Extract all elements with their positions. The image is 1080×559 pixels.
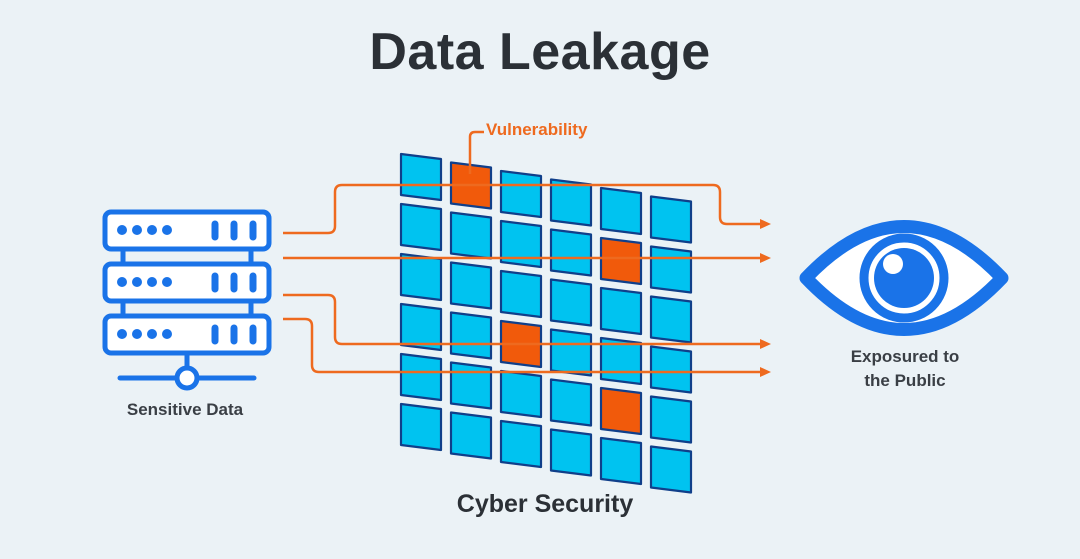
security-tile [399, 252, 443, 302]
security-tile [449, 411, 493, 460]
security-tile [499, 219, 543, 269]
security-tile [649, 195, 693, 244]
security-tile [549, 178, 593, 227]
server-stack-icon [102, 209, 272, 391]
cyber-security-label: Cyber Security [456, 490, 634, 518]
security-tile [549, 278, 593, 327]
security-tile [399, 402, 443, 452]
leak-path-line [283, 293, 762, 346]
exposed-label-line1: Exposured to [850, 347, 960, 366]
security-tile [649, 295, 693, 344]
cyber-security-grid [399, 152, 693, 494]
exposed-label: Exposured to the Public [790, 345, 1020, 393]
security-tile [499, 419, 543, 469]
sensitive-data-label: Sensitive Data [126, 400, 244, 419]
security-tile [399, 352, 443, 402]
eye-icon [799, 220, 1009, 336]
security-tile [649, 245, 693, 294]
security-tile [449, 311, 493, 360]
arrowhead-icon [760, 367, 771, 377]
arrowhead-icon [760, 339, 771, 349]
security-tile [399, 152, 443, 202]
leak-paths [283, 183, 771, 377]
security-tile [449, 211, 493, 260]
vulnerable-tile [599, 386, 643, 436]
vulnerability-label: Vulnerability [486, 120, 588, 139]
security-tile [649, 445, 693, 494]
security-tile [499, 369, 543, 419]
arrowhead-icon [760, 219, 771, 229]
page-title: Data Leakage [369, 23, 711, 81]
vulnerable-tile [599, 236, 643, 286]
security-tile [649, 395, 693, 444]
security-tile [549, 328, 593, 377]
security-tile [449, 361, 493, 410]
security-tile [549, 428, 593, 477]
security-tile [599, 186, 643, 236]
security-tile [549, 228, 593, 277]
security-tile [599, 436, 643, 486]
security-tile [599, 286, 643, 336]
security-tile [399, 202, 443, 252]
security-tile [399, 302, 443, 352]
security-tile [499, 169, 543, 219]
security-tile [449, 261, 493, 310]
security-tile [499, 269, 543, 319]
security-tile [549, 378, 593, 427]
leak-path-line [283, 317, 762, 374]
arrowhead-icon [760, 253, 771, 263]
vulnerability-callout-line [468, 130, 484, 174]
exposed-label-line2: the Public [864, 371, 946, 390]
leak-path-line [283, 183, 762, 235]
security-tile [649, 345, 693, 394]
